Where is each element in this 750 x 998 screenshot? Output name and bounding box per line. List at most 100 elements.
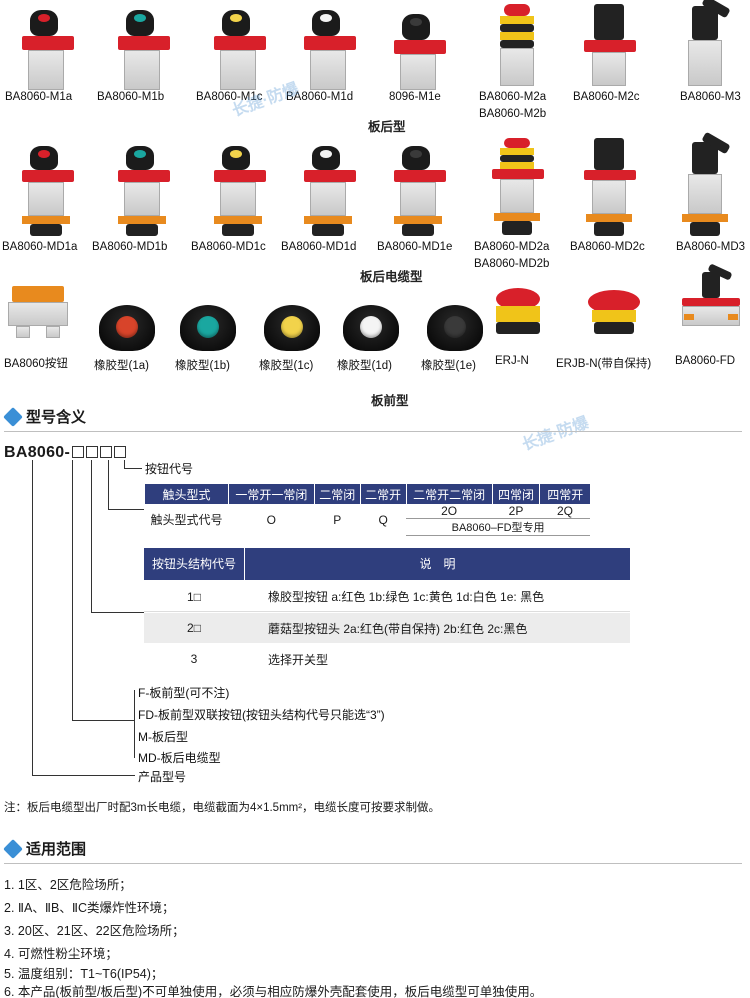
- label-m3: BA8060-M3: [680, 91, 741, 103]
- head-desc-3: 选择开关型: [268, 652, 329, 667]
- section-divider: [4, 863, 742, 864]
- product-image-rubber-1e: [427, 305, 483, 351]
- application-item: 3. 20区、21区、22区危险场所；: [4, 924, 185, 938]
- application-item: 6. 本产品(板前型/板后型)不可单独使用，必须与相应防爆外壳配套使用，板后电缆…: [4, 985, 543, 998]
- contact-code-p: P: [333, 512, 342, 527]
- product-image-md2c: [562, 136, 658, 241]
- contact-code-2p: 2P: [508, 504, 524, 518]
- product-image-rubber-1b: [180, 305, 236, 351]
- table-row: 2□ 蘑菇型按钮头 2a:红色(带自保持) 2b:红色 2c:黑色: [144, 613, 630, 643]
- product-image-m1e: [372, 6, 468, 111]
- label-rubber-1c: 橡胶型(1c): [259, 360, 314, 372]
- product-image-ba8060-button: [4, 282, 74, 387]
- mount-type-fd: FD-板前型双联按钮(按钮头结构代号只能选“3”): [138, 708, 385, 722]
- label-m1e: 8096-M1e: [389, 91, 441, 103]
- product-image-md1d: [282, 140, 378, 245]
- contact-type-table: 触头型式 一常开一常闭 二常闭 二常开 二常开二常闭 四常闭 四常开 触头型式代…: [144, 484, 590, 536]
- connector-line: [108, 509, 144, 510]
- application-item: 2. ⅡA、ⅡB、ⅡC类爆炸性环境；: [4, 901, 175, 915]
- product-image-md1e: [372, 140, 468, 245]
- label-erj-n: ERJ-N: [495, 355, 529, 367]
- table-row: 1□ 橡胶型按钮 a:红色 1b:绿色 1c:黄色 1d:白色 1e: 黑色: [144, 582, 630, 612]
- head-code-2: 2□: [187, 621, 201, 635]
- contact-header-3: 二常开: [359, 484, 407, 504]
- label-m2b: BA8060-M2b: [479, 108, 547, 120]
- connector-line: [72, 460, 73, 721]
- section-title-model: 型号含义: [26, 409, 87, 426]
- contact-header-2: 二常闭: [313, 484, 361, 504]
- connector-line: [91, 460, 92, 613]
- label-md2b: BA8060-MD2b: [474, 258, 550, 270]
- code-box-4: [114, 446, 127, 458]
- label-m2a: BA8060-M2a: [479, 91, 547, 103]
- label-ba8060-fd: BA8060-FD: [675, 355, 736, 367]
- group-title-panel-front: 板前型: [371, 394, 409, 408]
- cable-note: 注：板后电缆型出厂时配3m长电缆，电缆截面为4×1.5mm²，电缆长度可按要求制…: [4, 802, 441, 814]
- label-m1b: BA8060-M1b: [97, 91, 165, 103]
- head-code-3: 3: [190, 652, 198, 666]
- group-title-panel-rear-cable: 板后电缆型: [360, 270, 423, 284]
- label-md1b: BA8060-MD1b: [92, 241, 168, 253]
- label-rubber-1a: 橡胶型(1a): [94, 360, 149, 372]
- label-md2c: BA8060-MD2c: [570, 241, 645, 253]
- product-image-m1d: [282, 6, 378, 111]
- mount-type-m: M-板后型: [138, 730, 188, 744]
- product-image-md3: [658, 131, 750, 241]
- product-image-erj-n: [490, 288, 546, 393]
- diamond-icon: [3, 406, 23, 427]
- product-image-rubber-1c: [264, 305, 320, 351]
- product-image-m1b: [96, 6, 192, 111]
- label-md1a: BA8060-MD1a: [2, 241, 78, 253]
- fd-only-note: BA8060–FD型专用: [406, 518, 590, 536]
- label-rubber-1e: 橡胶型(1e): [421, 360, 476, 372]
- connector-line: [91, 612, 144, 613]
- product-image-erjb-n: [584, 288, 644, 393]
- product-image-md1b: [96, 140, 192, 245]
- product-image-ba8060-fd: [676, 263, 746, 371]
- connector-line: [32, 775, 135, 776]
- code-box-3: [100, 446, 113, 458]
- section-header-scope: 适用范围: [3, 838, 87, 859]
- label-rubber-1d: 橡胶型(1d): [337, 360, 392, 372]
- head-desc-1: 橡胶型按钮 a:红色 1b:绿色 1c:黄色 1d:白色 1e: 黑色: [268, 590, 545, 604]
- head-code-1: 1□: [187, 589, 201, 604]
- product-image-m1a: [0, 6, 96, 111]
- label-md2a: BA8060-MD2a: [474, 241, 550, 253]
- model-prefix: BA8060-: [4, 444, 71, 461]
- label-ba8060-button: BA8060按钮: [4, 358, 68, 370]
- label-md1d: BA8060-MD1d: [281, 241, 357, 253]
- label-md1e: BA8060-MD1e: [377, 241, 453, 253]
- label-rubber-1b: 橡胶型(1b): [175, 360, 230, 372]
- connector-line: [72, 720, 134, 721]
- model-code: BA8060-: [4, 444, 127, 462]
- head-desc-2: 蘑菇型按钮头 2a:红色(带自保持) 2b:红色 2c:黑色: [268, 621, 528, 636]
- application-item: 4. 可燃性粉尘环境；: [4, 947, 118, 961]
- code-box-1: [72, 446, 85, 458]
- product-image-rubber-1d: [343, 305, 399, 351]
- label-m1d: BA8060-M1d: [286, 91, 354, 103]
- connector-line: [124, 460, 125, 469]
- button-code-label: 按钮代号: [145, 462, 194, 476]
- label-m2c: BA8060-M2c: [573, 91, 640, 103]
- section-header-model: 型号含义: [3, 406, 87, 427]
- product-image-md2a: [470, 136, 566, 241]
- product-image-m1c: [192, 6, 288, 111]
- section-title-scope: 适用范围: [26, 841, 87, 858]
- connector-line: [32, 460, 33, 776]
- mount-type-f: F-板前型(可不注): [138, 686, 230, 700]
- contact-header-6: 四常开: [539, 484, 590, 504]
- contact-header-4: 二常开二常闭: [405, 484, 493, 504]
- label-erjb-n: ERJB-N(带自保持): [556, 358, 652, 370]
- contact-code-q: Q: [378, 512, 388, 527]
- connector-line: [124, 468, 142, 469]
- code-box-2: [86, 446, 99, 458]
- connector-line: [134, 690, 135, 758]
- contact-code-2o: 2O: [441, 504, 458, 518]
- contact-code-label: 触头型式代号: [150, 513, 223, 528]
- product-image-m3: [658, 0, 750, 105]
- contact-header-5: 四常闭: [491, 484, 540, 504]
- application-item: 1. 1区、2区危险场所；: [4, 878, 132, 892]
- head-header-code: 按钮头结构代号: [151, 557, 236, 571]
- product-image-md1a: [0, 140, 96, 245]
- application-item: 5. 温度组别：T1~T6(IP54)；: [4, 967, 164, 981]
